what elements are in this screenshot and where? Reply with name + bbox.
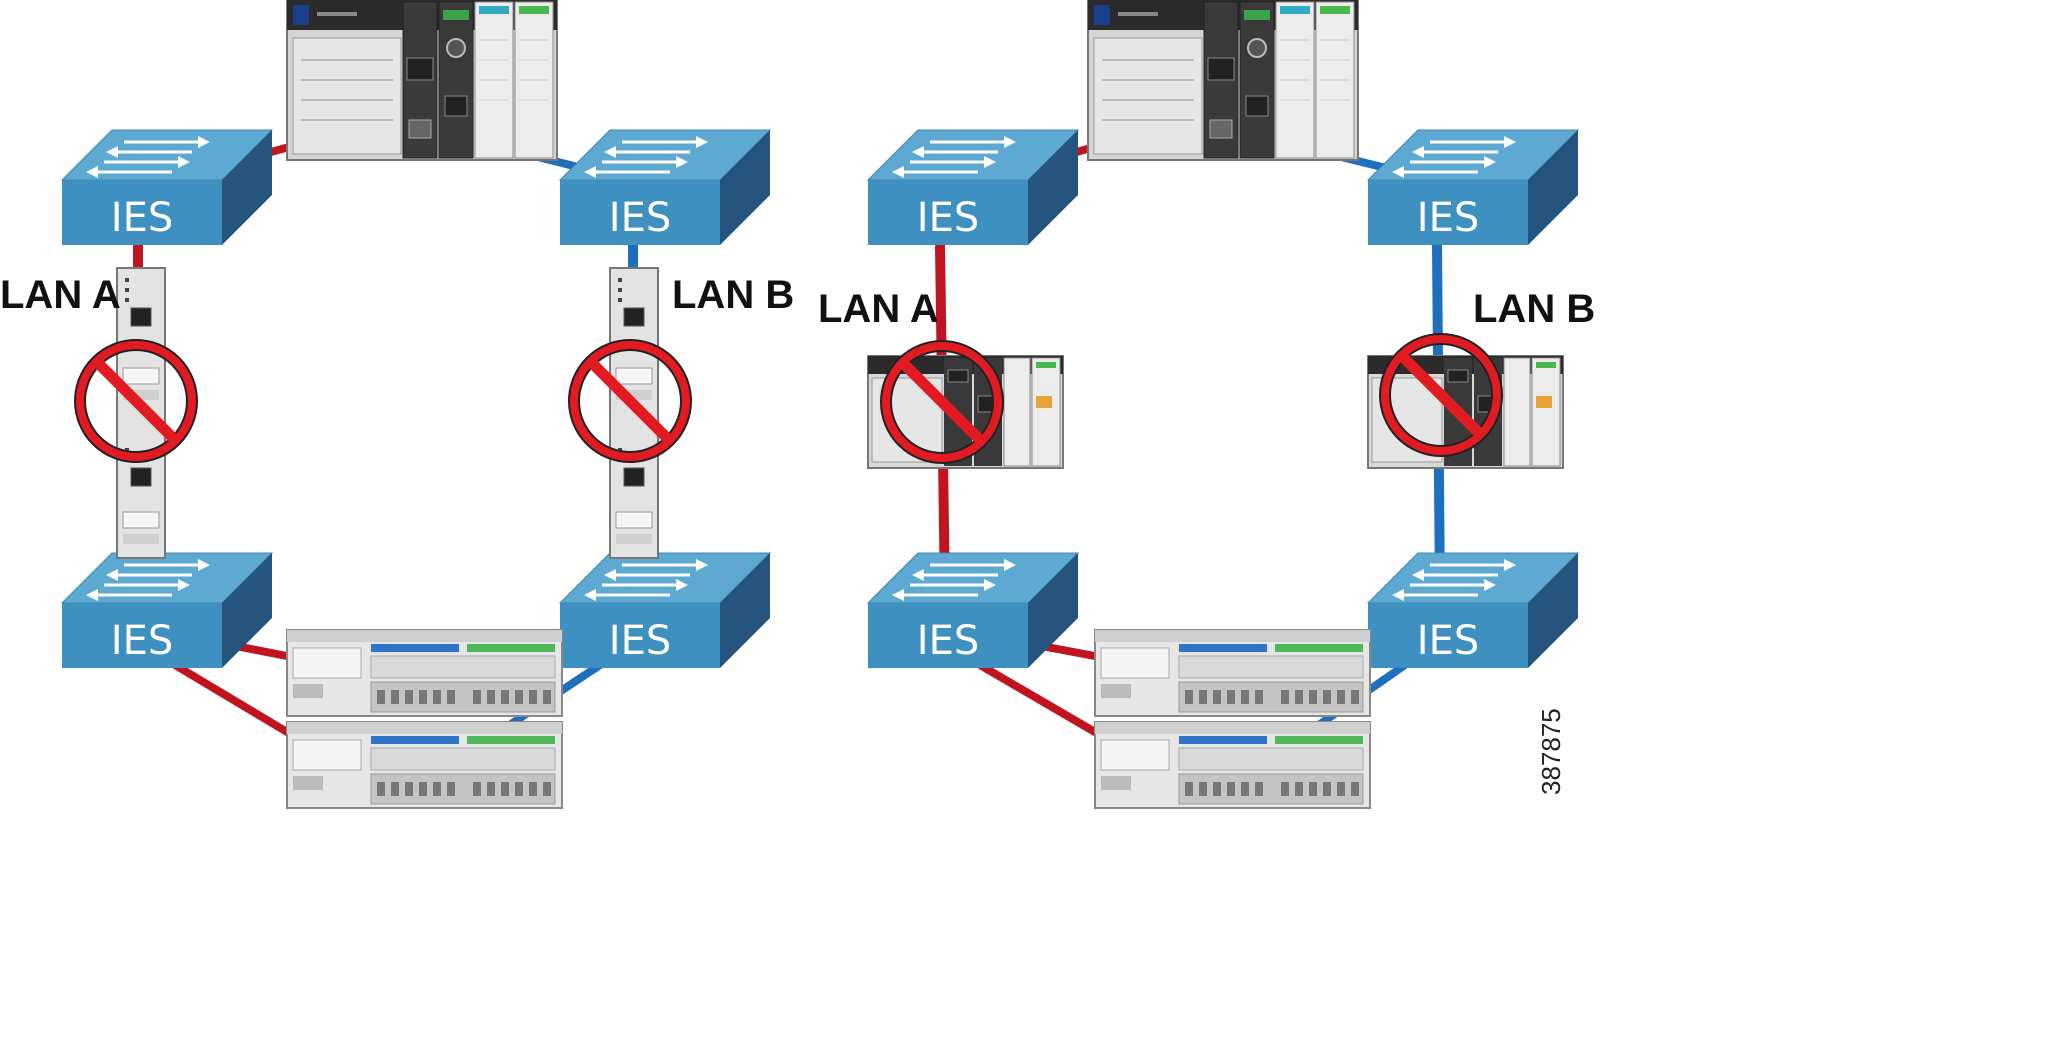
io-module-icon	[286, 721, 563, 809]
link-a-io2	[977, 661, 1103, 739]
redbox-module-icon	[609, 267, 659, 559]
panel-1: IES IES IES IES LAN A LAN B	[0, 0, 794, 809]
lan-b-label: LAN B	[1473, 287, 1595, 331]
lan-b-label: LAN B	[672, 273, 794, 317]
ies-label: IES	[1417, 195, 1479, 241]
ies-switch-icon: IES	[60, 128, 274, 247]
link-a-io2	[172, 661, 295, 739]
ies-label: IES	[609, 195, 671, 241]
io-module-icon	[286, 629, 563, 717]
ies-label: IES	[111, 195, 173, 241]
ies-label: IES	[917, 195, 979, 241]
ies-switch-icon: IES	[60, 551, 274, 670]
panel-2: IES IES IES IES LAN A LAN B	[818, 0, 1595, 809]
figure-id: 387875	[1536, 708, 1566, 795]
ies-label: IES	[917, 618, 979, 664]
io-module-icon	[1094, 721, 1371, 809]
ies-switch-icon: IES	[1366, 551, 1580, 670]
ies-switch-icon: IES	[866, 128, 1080, 247]
lan-a-label: LAN A	[0, 273, 121, 317]
ies-label: IES	[1417, 618, 1479, 664]
ies-switch-icon: IES	[1366, 128, 1580, 247]
ies-label: IES	[111, 618, 173, 664]
ies-switch-icon: IES	[558, 551, 772, 670]
ies-switch-icon: IES	[866, 551, 1080, 670]
io-module-icon	[1094, 629, 1371, 717]
lan-a-label: LAN A	[818, 287, 939, 331]
controller-chassis-icon	[286, 0, 558, 161]
controller-chassis-icon	[1087, 0, 1359, 161]
ies-label: IES	[609, 618, 671, 664]
ies-switch-icon: IES	[558, 128, 772, 247]
